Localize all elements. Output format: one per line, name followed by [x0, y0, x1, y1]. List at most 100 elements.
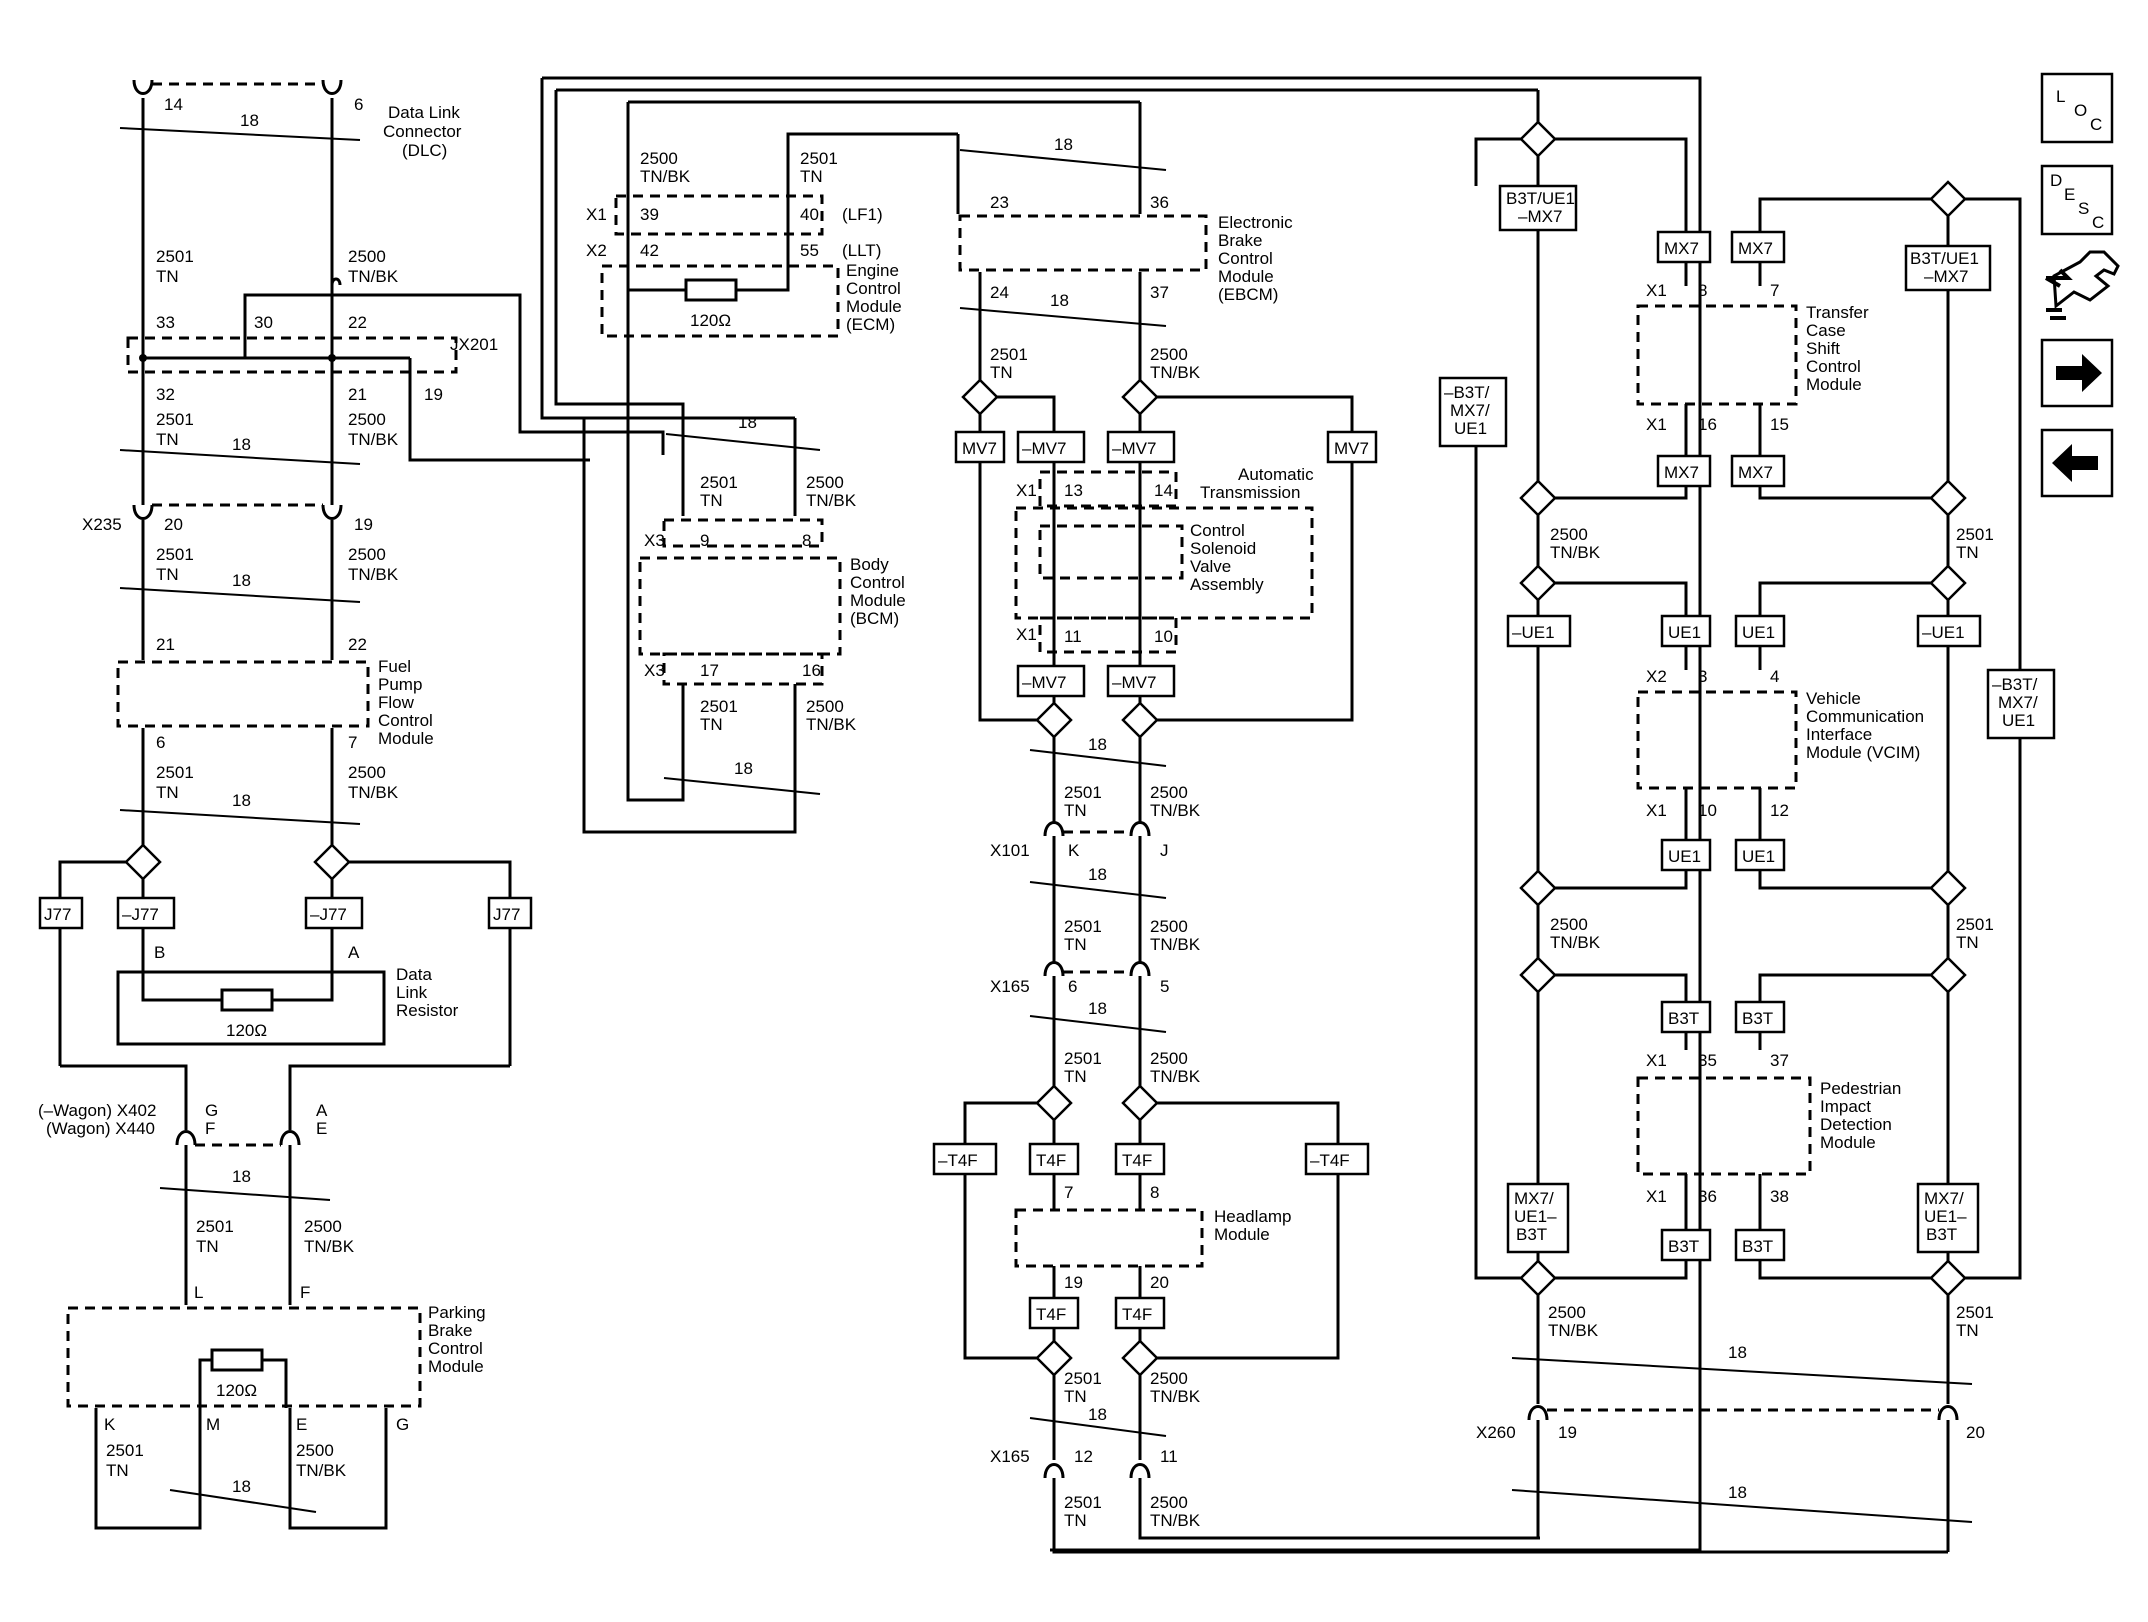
- vcim-wire-tnbk: TN/BK: [1550, 933, 1601, 952]
- bcm-pin-16: 16: [802, 661, 821, 680]
- option-mv7-right: MV7: [1334, 439, 1369, 458]
- x402-wire-tn: TN: [196, 1237, 219, 1256]
- trans-pin-11: 11: [1064, 627, 1082, 646]
- pbm-wire-tnbk: TN/BK: [296, 1461, 347, 1480]
- x402-pin-e: E: [316, 1119, 327, 1138]
- prev-page-button[interactable]: [2040, 428, 2114, 498]
- option-b3t-ue1-not-mx7-b: B3T/UE1–MX7: [1910, 249, 1979, 286]
- desc-letter-e: E: [2064, 185, 2075, 204]
- trans-wire-2500: 2500: [1150, 783, 1188, 802]
- bcm-x3-top-connector: [662, 518, 824, 548]
- splice-right-6: [1929, 564, 1967, 602]
- option-not-mv7-c: –MV7: [1022, 673, 1066, 692]
- ebcm-gauge-bottom: 18: [1050, 291, 1069, 310]
- right-column: B3T/UE1–MX7 B3T/UE1–MX7 MX7 MX7 –B3T/MX7…: [1438, 78, 2056, 1552]
- x165-lower-wire-tn: TN: [1064, 1511, 1087, 1530]
- ebcm-out-2500: 2500: [1150, 345, 1188, 364]
- dlc-pin-a: 14: [164, 95, 183, 114]
- option-mv7-left: MV7: [962, 439, 997, 458]
- x165-upper-gauge: 18: [1088, 999, 1107, 1018]
- bcm-x3-bottom-connector: [662, 652, 824, 686]
- headlamp-module-box: [1014, 1208, 1204, 1268]
- ecm-pin-42: 42: [640, 241, 659, 260]
- x235-wire-2501: 2501: [156, 545, 194, 564]
- br-gauge-bottom: 18: [1728, 1483, 1747, 1502]
- option-mx7-c: MX7: [1664, 463, 1699, 482]
- trans-pin-13: 13: [1064, 481, 1083, 500]
- option-mx7-ue1-not-b3t-a: MX7/UE1–B3T: [1514, 1189, 1557, 1244]
- next-page-button[interactable]: [2040, 338, 2114, 408]
- bcm-gauge-top: 18: [738, 413, 757, 432]
- option-not-b3t-mx7-ue1-b: –B3T/MX7/UE1: [1992, 675, 2038, 730]
- bcm-out-tn: TN: [700, 715, 723, 734]
- wire-tn-a: TN: [156, 267, 179, 286]
- x101-wire-tnbk: TN/BK: [1150, 935, 1201, 954]
- wire-2501-a: 2501: [156, 247, 194, 266]
- x402-wire-2500: 2500: [304, 1217, 342, 1236]
- pbm-wire-2501: 2501: [106, 1441, 144, 1460]
- splice-t4f-a: [1035, 1084, 1073, 1122]
- wire-2500-a: 2500: [348, 247, 386, 266]
- jx201-pin-30: 30: [254, 313, 273, 332]
- option-not-t4f-left: –T4F: [938, 1151, 978, 1170]
- ecm-pin-39: 39: [640, 205, 659, 224]
- jx-wire-2501: 2501: [156, 410, 194, 429]
- option-not-j77-left: –J77: [122, 905, 159, 924]
- dlr-value: 120Ω: [226, 1021, 267, 1040]
- fpm-wire-2501: 2501: [156, 763, 194, 782]
- pbm-pin-g: G: [396, 1415, 409, 1434]
- ecm-wire-2500: 2500: [640, 149, 678, 168]
- option-ue1-d: UE1: [1742, 847, 1775, 866]
- x235-pin-a: 20: [164, 515, 183, 534]
- option-t4f-b: T4F: [1122, 1151, 1152, 1170]
- connector-view-button[interactable]: [2045, 250, 2120, 320]
- x165-lower-pin-12: 12: [1074, 1447, 1093, 1466]
- vcim-box: [1636, 690, 1798, 790]
- headlamp-wire-tnbk: TN/BK: [1150, 1387, 1201, 1406]
- ecm-resistor-value: 120Ω: [690, 311, 731, 330]
- ecm-opt-llt: (LLT): [842, 241, 881, 260]
- option-b3t-b: B3T: [1742, 1009, 1773, 1028]
- option-t4f-a: T4F: [1036, 1151, 1066, 1170]
- ebcm-out-tn: TN: [990, 363, 1013, 382]
- bcm-out-tnbk: TN/BK: [806, 715, 857, 734]
- pbm-pin-e: E: [296, 1415, 307, 1434]
- dlr-pin-b: B: [154, 943, 165, 962]
- desc-button[interactable]: D E S C: [2040, 164, 2114, 236]
- fpm-pin-21: 21: [156, 635, 175, 654]
- tc-x1-top-label: X1: [1646, 281, 1667, 300]
- splice-right-5: [1519, 564, 1557, 602]
- x101-pin-k: K: [1068, 841, 1080, 860]
- fpm-pin-6: 6: [156, 733, 165, 752]
- loc-button[interactable]: L O C: [2040, 72, 2114, 144]
- dlr-pin-a: A: [348, 943, 360, 962]
- jx-wire-2500: 2500: [348, 410, 386, 429]
- ebcm-out-tnbk: TN/BK: [1150, 363, 1201, 382]
- fpm-pin-22: 22: [348, 635, 367, 654]
- vcim-x1-label: X1: [1646, 801, 1667, 820]
- option-b3t-d: B3T: [1742, 1237, 1773, 1256]
- tc-pin-8: 8: [1698, 281, 1707, 300]
- ecm-wire-tn: TN: [800, 167, 823, 186]
- arrow-left-icon: [2052, 444, 2098, 482]
- ecm-opt-lf1: (LF1): [842, 205, 883, 224]
- loc-letter-o: O: [2074, 101, 2087, 120]
- x165-lower-label: X165: [990, 1447, 1030, 1466]
- pbm-resistor-value: 120Ω: [216, 1381, 257, 1400]
- x101-wire-2500: 2500: [1150, 917, 1188, 936]
- option-not-j77-right: –J77: [310, 905, 347, 924]
- bcm-pin-8: 8: [802, 531, 811, 550]
- option-b3t-c: B3T: [1668, 1237, 1699, 1256]
- trans-x1-top-label: X1: [1016, 481, 1037, 500]
- x101-wire-tn: TN: [1064, 935, 1087, 954]
- solenoid-valve-box: [1038, 524, 1184, 580]
- option-mx7-d: MX7: [1738, 463, 1773, 482]
- option-t4f-c: T4F: [1036, 1305, 1066, 1324]
- headlamp-gauge: 18: [1088, 1405, 1107, 1424]
